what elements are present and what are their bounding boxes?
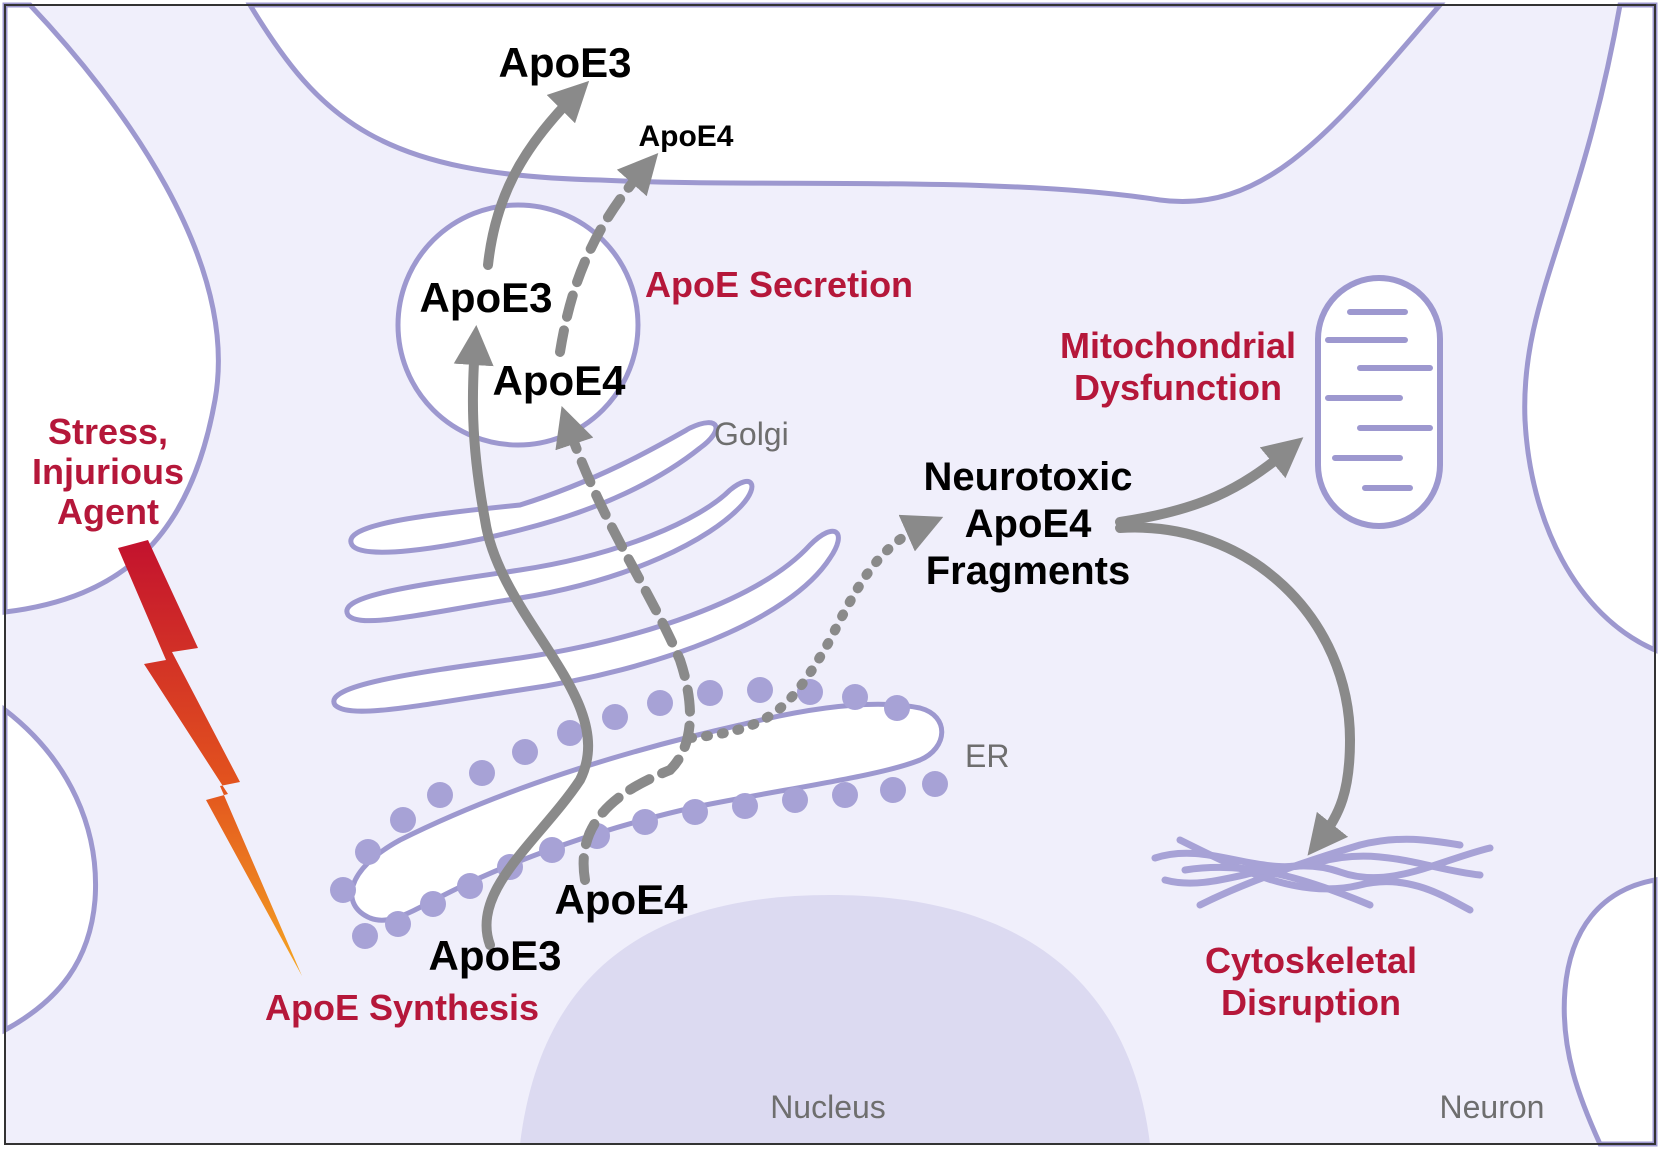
apoe4-er-label: ApoE4 [554,876,688,923]
lightning-bolt-icon [118,540,302,976]
apoe4-synthesis-arrow [555,406,695,885]
svg-text:Fragments: Fragments [926,549,1131,593]
golgi-label: Golgi [714,416,789,452]
mitochondrial-dysfunction-label: Mitochondrial Dysfunction [1060,325,1296,408]
er-label: ER [965,738,1009,774]
apoe3-vesicle-label: ApoE3 [419,274,552,321]
neurotoxic-fragment-arrow [685,514,944,743]
bottom-right-neighbor-cell [1561,877,1658,1147]
secretory-vesicle [395,202,641,448]
apoe3-er-label: ApoE3 [428,932,561,979]
stress-label: Stress, Injurious Agent [32,411,184,532]
top-neighbor-cell [245,2,1446,204]
pathway-arrows [453,80,1356,950]
cytoskeletal-disruption-arrow [1115,522,1356,856]
neuron-label: Neuron [1440,1089,1545,1125]
apoe4-vesicle-label: ApoE4 [492,357,626,404]
apoe-synthesis-label: ApoE Synthesis [265,987,539,1028]
bottom-left-neighbor-cell [2,704,99,1035]
cytoskeleton-filaments-icon [1151,835,1494,914]
neurotoxic-fragments-label: Neurotoxic ApoE4 Fragments [924,455,1133,593]
svg-text:Injurious: Injurious [32,451,184,492]
apoe4-secreted-label: ApoE4 [638,120,733,153]
apoe-secretion-label: ApoE Secretion [645,264,913,305]
figure-border [4,4,1656,1145]
svg-text:ApoE4: ApoE4 [965,502,1092,546]
ribosomes [330,677,948,949]
apoe3-secretion-arrow [483,80,590,270]
golgi-apparatus [331,420,841,714]
right-neighbor-cell [1522,2,1658,654]
nucleus-label: Nucleus [770,1089,886,1125]
svg-text:Stress,: Stress, [48,411,168,452]
apoe3-synthesis-arrow [453,325,594,950]
svg-text:Mitochondrial: Mitochondrial [1060,325,1296,366]
svg-text:Neurotoxic: Neurotoxic [924,455,1133,499]
svg-text:Agent: Agent [57,491,159,532]
svg-text:Cytoskeletal: Cytoskeletal [1205,940,1417,981]
svg-text:Dysfunction: Dysfunction [1074,367,1282,408]
apoe3-secreted-label: ApoE3 [498,39,631,86]
nucleus [520,895,1150,1144]
cytoskeletal-disruption-label: Cytoskeletal Disruption [1205,940,1417,1023]
svg-text:Disruption: Disruption [1221,982,1401,1023]
mito-dysfunction-arrow [1115,437,1304,527]
left-neighbor-cell [2,2,221,615]
apoe4-secretion-arrow [555,153,659,357]
mitochondrion-icon [1315,275,1443,529]
